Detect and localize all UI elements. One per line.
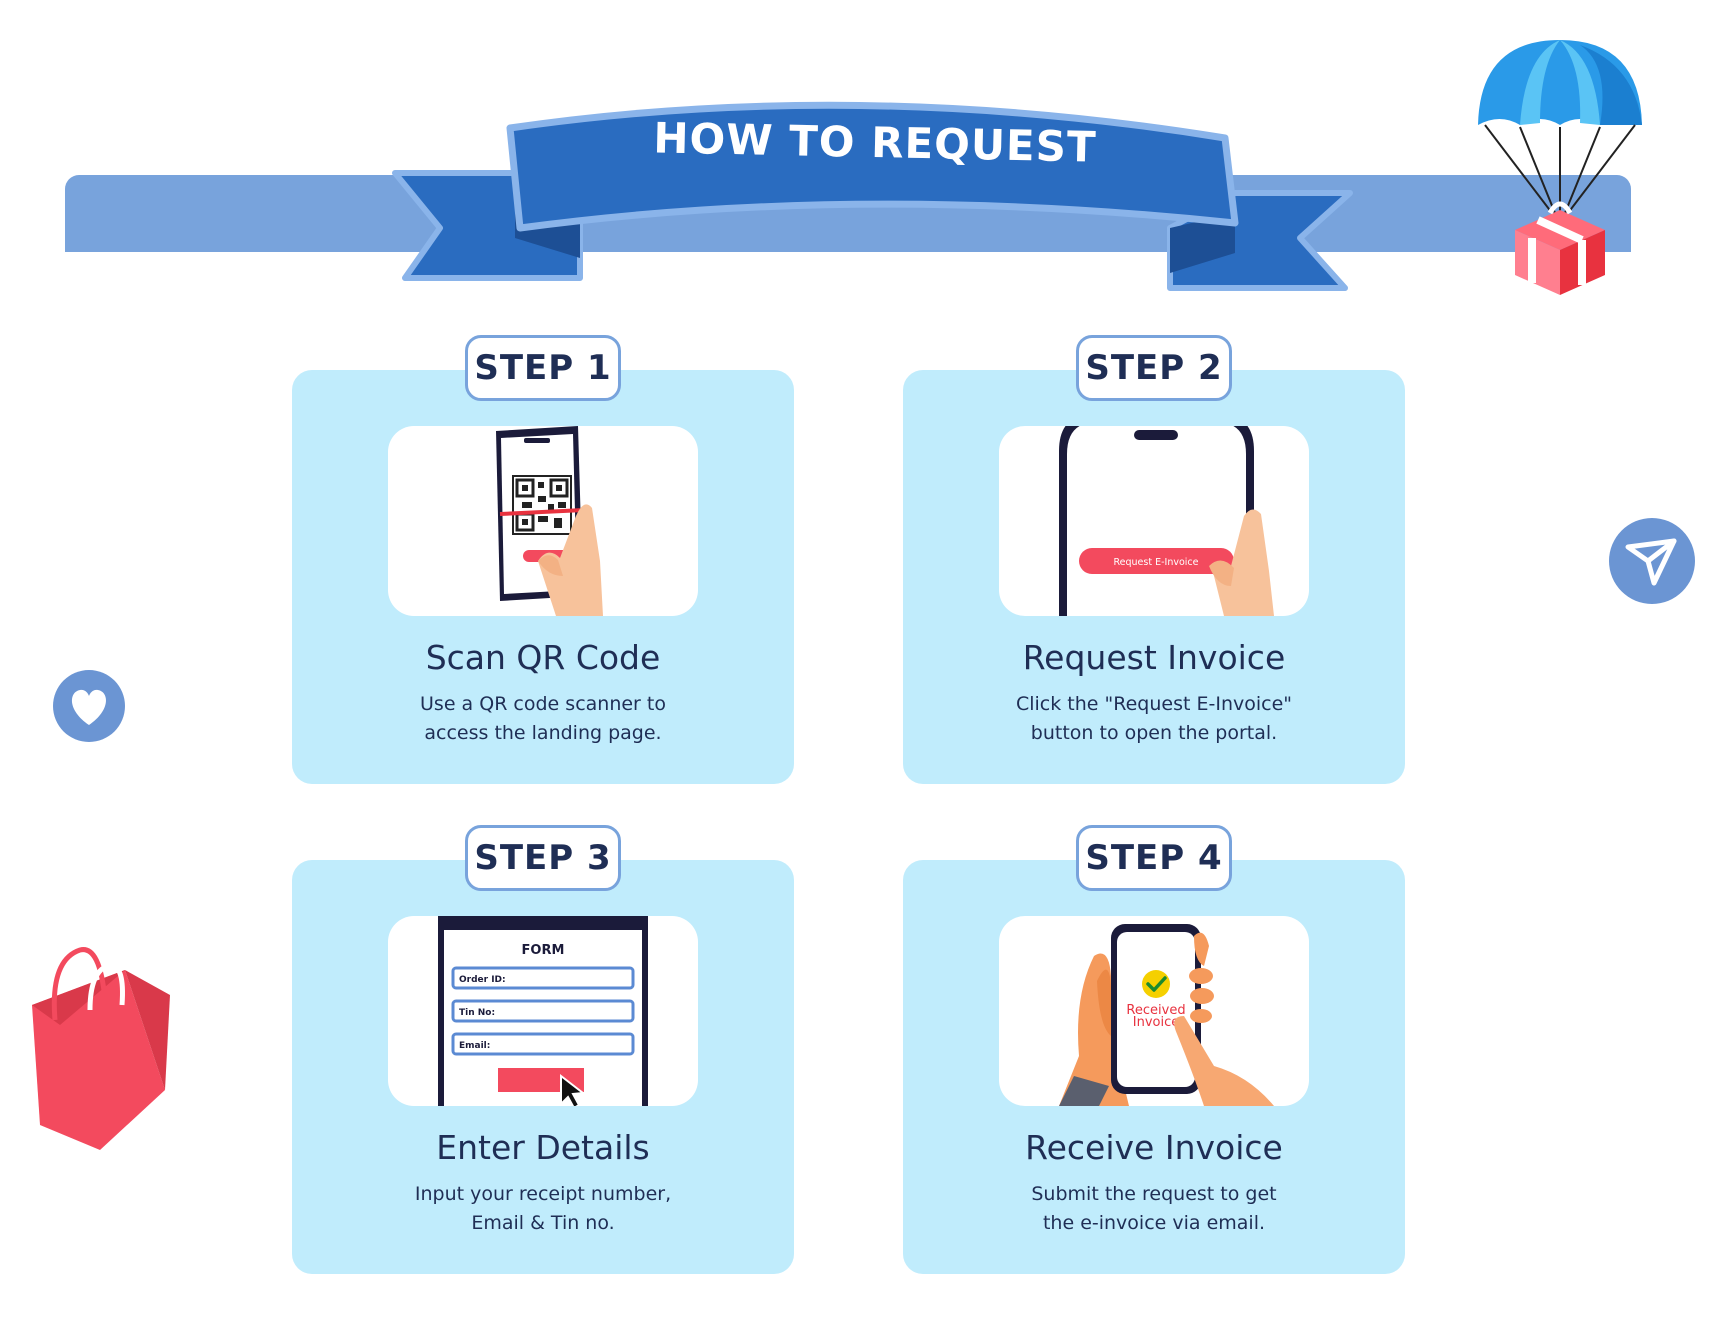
illustration-panel: FORM Order ID: Tin No: Email: (388, 916, 698, 1106)
ribbon-banner (392, 101, 1353, 291)
phone-check-icon: Received Invoice (1059, 924, 1274, 1106)
step-title: Scan QR Code (425, 638, 661, 677)
step-card-1: STEP 1 Scan QR Code Use a QR (292, 335, 794, 784)
parachute-gift-icon (1478, 40, 1642, 295)
qr-scan-phone-icon (496, 426, 603, 616)
form-screen-icon: FORM Order ID: Tin No: Email: (438, 916, 648, 1106)
step-card-3: STEP 3 FORM Order ID: Tin No: Email: Ent… (292, 825, 794, 1274)
form-heading: FORM (522, 943, 565, 958)
phone-tap-icon: Request E-Invoice (1059, 426, 1274, 616)
step-title: Request Invoice (1022, 638, 1286, 677)
send-icon (1609, 518, 1695, 604)
step-title: Receive Invoice (1025, 1128, 1283, 1167)
step-card-4: STEP 4 Received Invoice Receive Invoice … (903, 825, 1405, 1274)
step-badge: STEP 1 (465, 335, 621, 401)
step-title: Enter Details (436, 1128, 650, 1167)
step-badge: STEP 2 (1076, 335, 1232, 401)
illustration-panel (388, 426, 698, 616)
heart-icon (53, 670, 125, 742)
tin-field-label: Tin No: (459, 1008, 495, 1018)
step-description: Input your receipt number, Email & Tin n… (414, 1183, 672, 1234)
order-id-field-label: Order ID: (459, 975, 506, 985)
step-description: Click the "Request E-Invoice" button to … (1015, 693, 1293, 744)
email-field-label: Email: (459, 1041, 490, 1051)
received-label: Received (1126, 1003, 1185, 1018)
step-description: Submit the request to get the e-invoice … (1031, 1183, 1277, 1234)
step-badge: STEP 3 (465, 825, 621, 891)
step-description: Use a QR code scanner to access the land… (420, 693, 666, 744)
illustration-panel: Received Invoice (999, 916, 1309, 1106)
shopping-bag-icon (32, 947, 170, 1150)
request-einvoice-label: Request E-Invoice (1113, 557, 1198, 568)
step-badge: STEP 4 (1076, 825, 1232, 891)
invoice-label: Invoice (1133, 1015, 1179, 1030)
step-card-2: STEP 2 Request E-Invoice Request Invoice… (903, 335, 1405, 784)
illustration-panel: Request E-Invoice (999, 426, 1309, 616)
